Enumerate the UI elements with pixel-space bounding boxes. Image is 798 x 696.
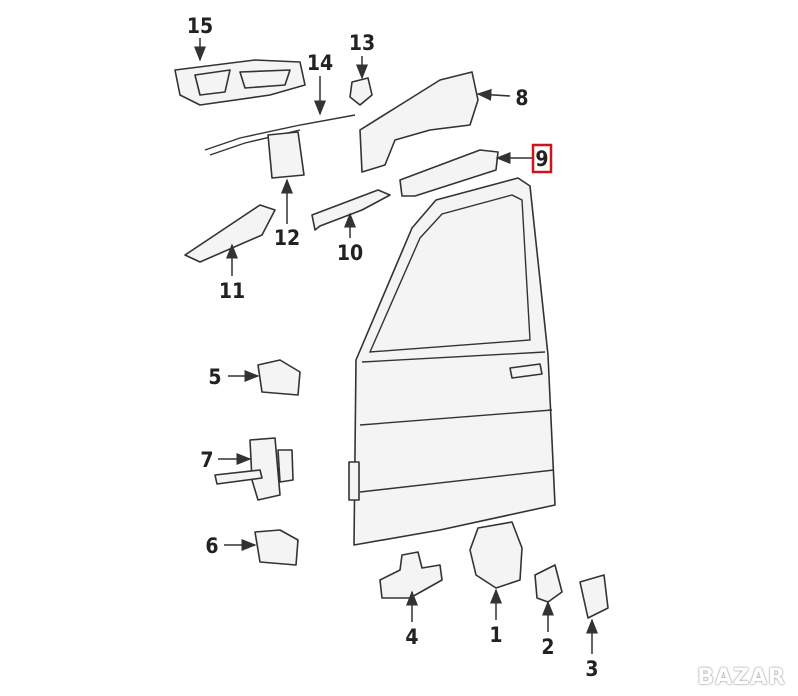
part-6-hinge bbox=[254, 529, 299, 566]
callout-1: 1 bbox=[489, 623, 502, 647]
watermark-logo: BAZAR bbox=[697, 665, 786, 690]
callout-13: 13 bbox=[349, 31, 375, 55]
part-2-striker bbox=[534, 564, 563, 603]
part-3-plate bbox=[579, 574, 609, 619]
part-1-door-latch bbox=[469, 521, 523, 589]
part-15-inner-handle bbox=[174, 59, 306, 106]
part-7-check bbox=[214, 437, 294, 501]
part-9-strip bbox=[399, 149, 499, 197]
part-8-handle-assembly bbox=[359, 71, 479, 173]
callout-5: 5 bbox=[208, 365, 221, 389]
callout-8: 8 bbox=[515, 86, 528, 110]
callout-14: 14 bbox=[307, 51, 333, 75]
part-11-bracket bbox=[184, 204, 276, 263]
part-10-bracket bbox=[311, 189, 391, 231]
leader-arrows bbox=[194, 38, 598, 654]
highlight-box bbox=[531, 143, 553, 174]
part-4-lock-cylinder bbox=[379, 551, 443, 599]
callout-10: 10 bbox=[337, 241, 363, 265]
part-5-hinge bbox=[257, 359, 301, 396]
callout-4: 4 bbox=[405, 625, 418, 649]
part-13-clip bbox=[349, 77, 373, 106]
callout-3: 3 bbox=[585, 657, 598, 681]
callout-7: 7 bbox=[200, 448, 213, 472]
callout-11: 11 bbox=[219, 279, 245, 303]
part-12-latch bbox=[267, 131, 305, 179]
callout-9: 9 bbox=[535, 147, 548, 171]
callout-6: 6 bbox=[205, 534, 218, 558]
door-shell bbox=[348, 177, 556, 546]
callout-15: 15 bbox=[187, 14, 213, 38]
callout-12: 12 bbox=[274, 226, 300, 250]
callout-2: 2 bbox=[541, 635, 554, 659]
